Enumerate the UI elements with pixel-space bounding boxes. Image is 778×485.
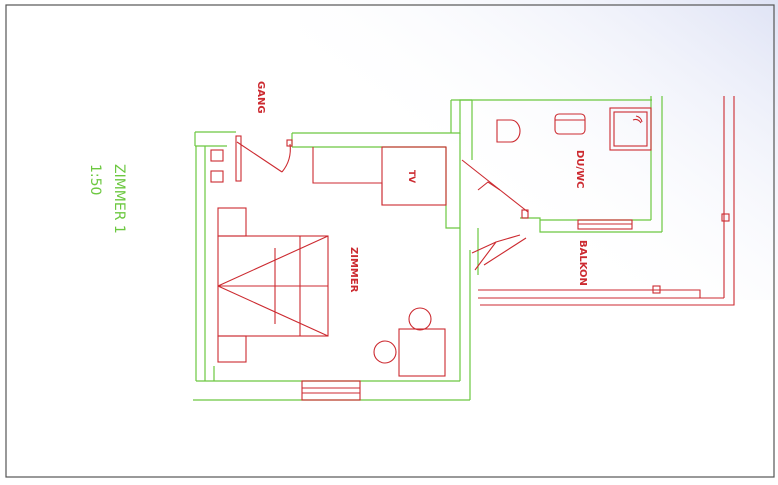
bad-door-leaf (461, 159, 501, 191)
wall-bad-bottom-step (520, 217, 545, 233)
label-tv: TV (406, 170, 416, 183)
chair-top (408, 307, 432, 331)
bed-duvet-line-2 (217, 285, 329, 337)
window-bottom (301, 380, 361, 401)
nightstand-bottom (217, 335, 247, 363)
label-du-wc: DU/WC (574, 150, 585, 188)
tv-cabinet (381, 146, 447, 206)
furniture (210, 96, 735, 401)
label-zimmer: ZIMMER (348, 247, 359, 293)
entrance-door-leaf (236, 141, 283, 173)
switch-2 (210, 170, 224, 183)
plan-scale: 1:50 (87, 164, 103, 195)
bad-door-arc (499, 189, 529, 213)
railing-post-1 (721, 213, 730, 222)
switch-1 (210, 149, 224, 162)
page-frame (5, 4, 775, 478)
bad-door-swing (477, 181, 501, 191)
shower-tray (609, 107, 652, 151)
balcony-door-leaf-2 (474, 241, 497, 271)
entrance-door-stop (286, 139, 293, 147)
table (398, 328, 446, 377)
entrance-door-frame (235, 135, 242, 182)
label-gang: GANG (255, 81, 266, 114)
sink (554, 113, 586, 135)
shower-inner (613, 111, 648, 147)
balcony-railing-outer (480, 96, 735, 306)
entrance-door-swing (281, 143, 291, 173)
balcony-railing-step (662, 289, 701, 298)
nightstand-top (217, 207, 247, 237)
balcony-door-stop (521, 209, 529, 219)
balcony-door-arc (483, 237, 527, 266)
paper-shading (300, 0, 778, 300)
bed-duvet-line-1 (217, 235, 329, 287)
chair-left (373, 340, 397, 364)
toilet (496, 119, 521, 143)
railing-post-2 (652, 285, 661, 294)
label-balkon: BALKON (577, 240, 588, 286)
plan-title: ZIMMER 1 (111, 164, 127, 234)
shower-head (632, 115, 643, 124)
